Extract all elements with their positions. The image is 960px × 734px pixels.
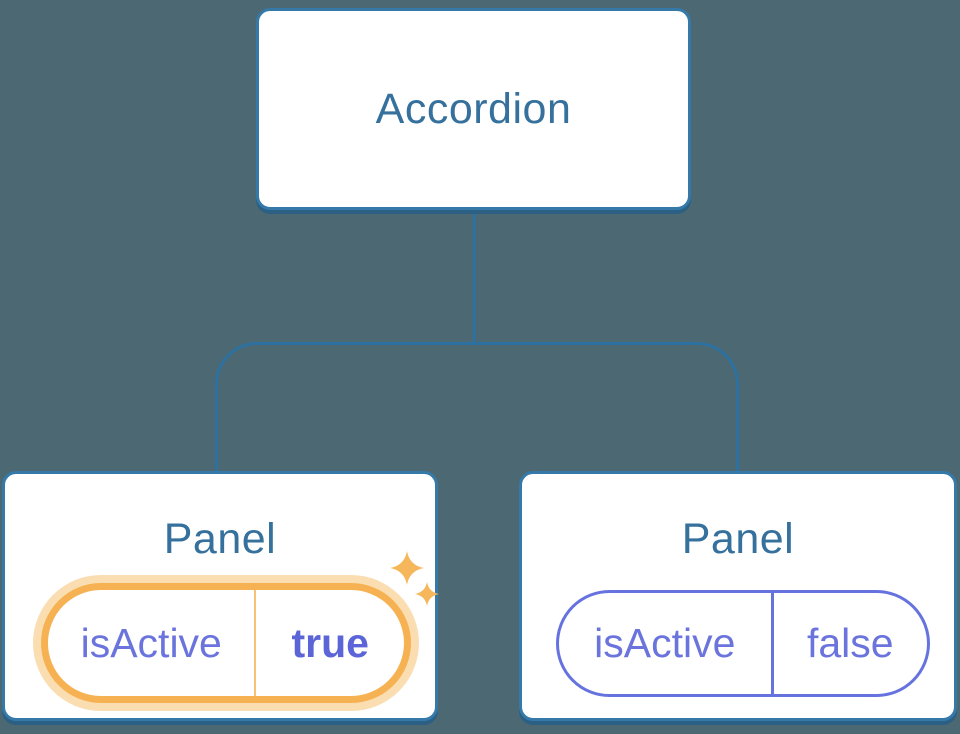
prop-name: isActive <box>594 620 736 666</box>
connector-stem <box>473 209 476 345</box>
prop-value: true <box>254 590 404 696</box>
panel-node-label: Panel <box>681 515 795 563</box>
panel-node-active: Panel isActive true <box>2 471 439 721</box>
prop-pill-inactive: isActive false <box>556 590 930 697</box>
prop-pill-active: isActive true <box>41 583 411 703</box>
prop-value: false <box>770 593 927 694</box>
panel-node-label: Panel <box>163 515 277 563</box>
panel-node-inactive: Panel isActive false <box>519 471 957 721</box>
prop-name: isActive <box>80 619 222 666</box>
connector-branch <box>215 342 739 472</box>
sparkle-icon <box>390 551 439 606</box>
accordion-node: Accordion <box>256 8 691 210</box>
accordion-node-label: Accordion <box>375 84 572 133</box>
